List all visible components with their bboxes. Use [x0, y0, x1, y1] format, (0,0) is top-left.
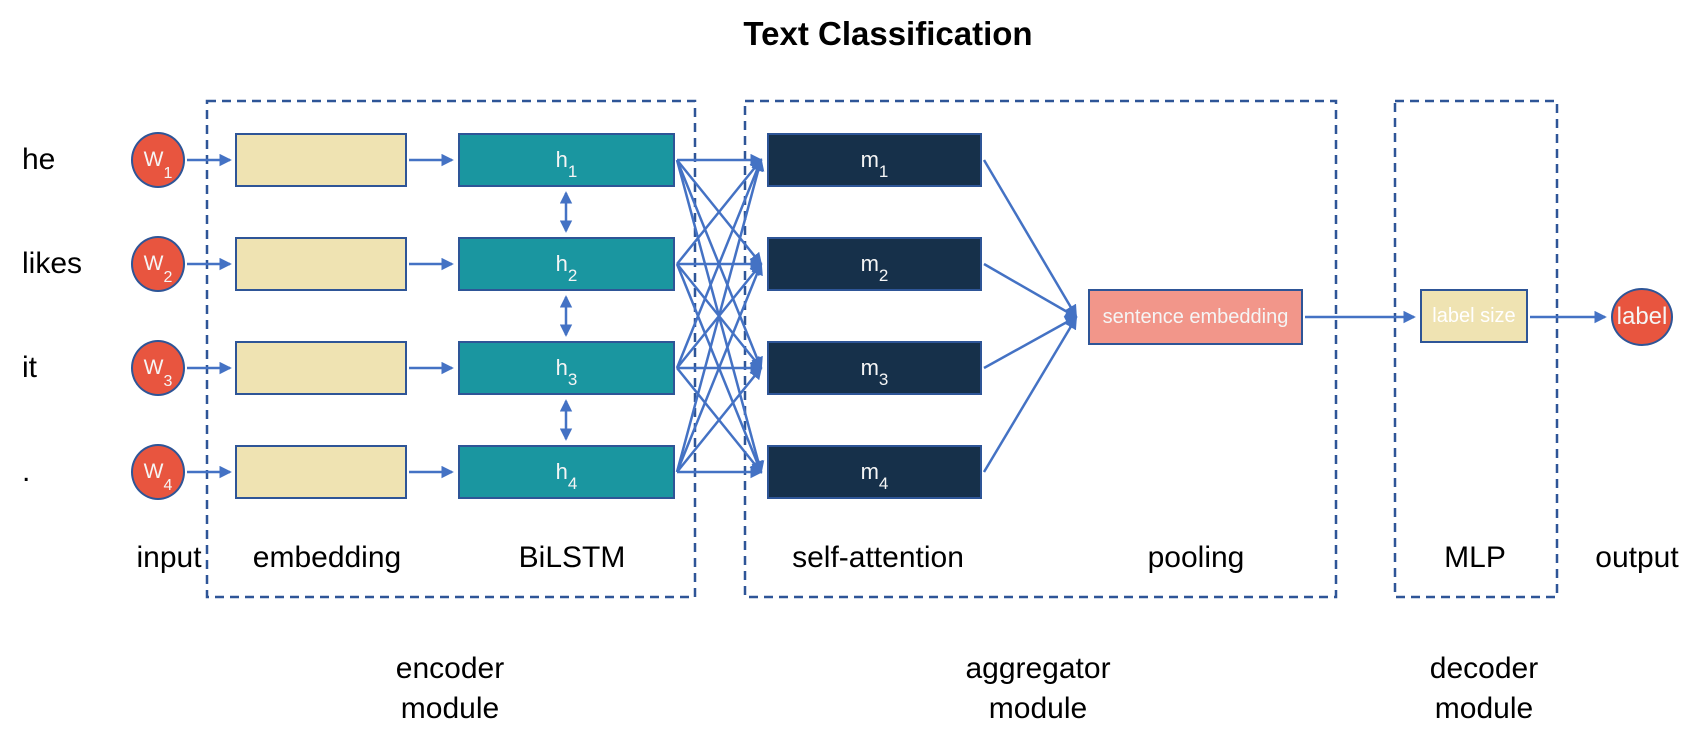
- embedding-node-3: [235, 341, 407, 395]
- bilstm-to-attention-arrows: [675, 153, 765, 479]
- sentence-embedding-node: sentence embedding: [1088, 289, 1303, 345]
- input-word: it: [22, 351, 37, 384]
- column-label-bilstm: BiLSTM: [518, 541, 626, 574]
- input-word: likes: [22, 247, 83, 280]
- column-label-output: output: [1595, 541, 1679, 574]
- decoder-module-box: [1393, 99, 1559, 599]
- diagram-title: Text Classification: [743, 15, 1033, 52]
- encoder-module-label: encoder module: [395, 652, 505, 725]
- attention-to-pooling-arrows: [982, 159, 1078, 473]
- embedding-to-bilstm-arrows: [409, 153, 454, 479]
- embedding-node-2: [235, 237, 407, 291]
- column-label-input: input: [136, 541, 202, 574]
- input-to-embedding-arrows: [187, 153, 232, 479]
- input-word: .: [22, 455, 31, 488]
- embedding-node-4: [235, 445, 407, 499]
- embedding-node-1: [235, 133, 407, 187]
- column-label-self-attention: self-attention: [792, 541, 964, 574]
- column-label-mlp: MLP: [1444, 541, 1506, 574]
- output-label-node: label: [1611, 288, 1673, 346]
- aggregator-module-label: aggregator module: [965, 652, 1111, 725]
- label-size-node: label size: [1420, 289, 1528, 343]
- encoder-module-box: [205, 99, 697, 599]
- column-label-pooling: pooling: [1147, 541, 1245, 574]
- input-word: he: [22, 143, 56, 176]
- decoder-module-label: decoder module: [1429, 652, 1539, 725]
- column-label-embedding: embedding: [252, 541, 402, 574]
